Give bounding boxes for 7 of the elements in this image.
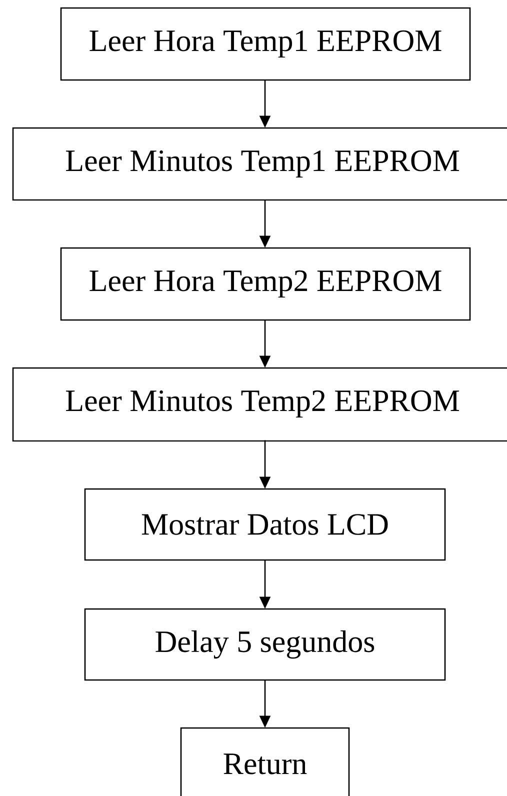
process-box: Delay 5 segundos <box>84 608 446 681</box>
process-box: Leer Minutos Temp2 EEPROM <box>12 367 507 442</box>
process-box: Return <box>180 727 350 796</box>
process-box: Leer Hora Temp2 EEPROM <box>60 247 471 321</box>
process-box: Leer Minutos Temp1 EEPROM <box>12 127 507 201</box>
process-box: Leer Hora Temp1 EEPROM <box>60 7 471 81</box>
process-box: Mostrar Datos LCD <box>84 488 446 561</box>
